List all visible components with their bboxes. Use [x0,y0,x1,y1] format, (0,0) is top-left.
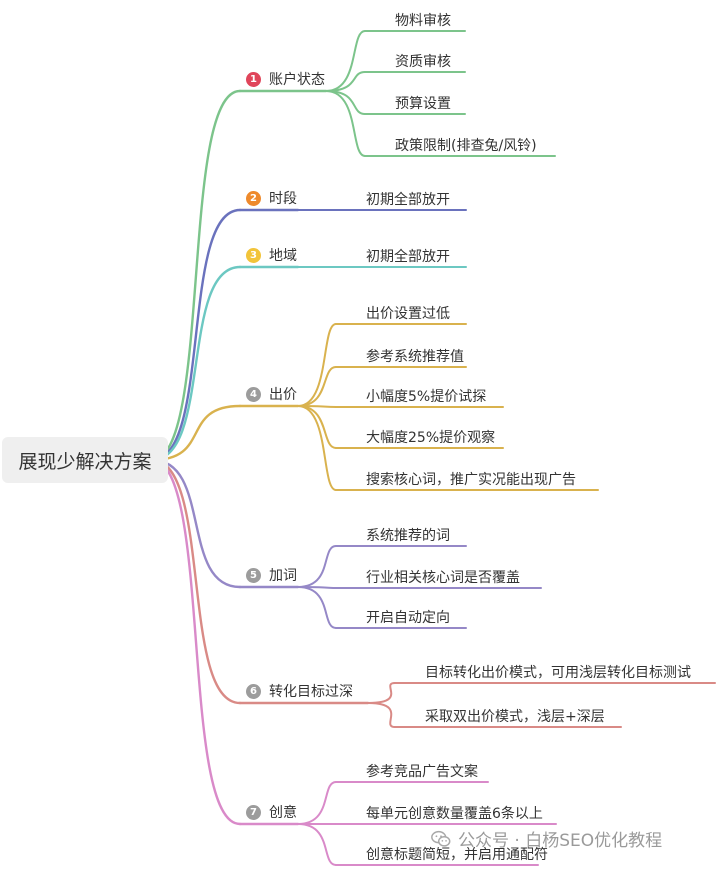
branch-connector [150,404,242,462]
leaf-connector [325,71,366,92]
leaf-connector [367,682,396,704]
branch-label: 创意 [269,805,297,821]
leaf-node[interactable]: 初期全部放开 [366,249,450,265]
leaf-connector [297,586,337,629]
branch-label: 转化目标过深 [269,684,353,700]
leaf-node[interactable]: 采取双出价模式，浅层+深层 [425,709,605,725]
number-badge-icon: 3 [246,247,261,263]
root-node[interactable]: 展现少解决方案 [2,437,168,483]
branch-connector [150,458,242,826]
leaf-node[interactable]: 资质审核 [395,54,451,70]
branch-label: 时段 [269,191,297,207]
leaf-connector [297,323,337,407]
leaf-node[interactable]: 预算设置 [395,96,451,112]
branch-node[interactable]: 7 创意 [246,802,297,822]
leaf-connector [325,30,366,92]
leaf-node[interactable]: 系统推荐的词 [366,528,450,544]
branch-connector [150,265,242,462]
leaf-node[interactable]: 搜索核心词，推广实况能出现广告 [366,472,576,488]
number-badge-icon: 2 [246,190,261,206]
number-badge-icon: 6 [246,683,261,699]
number-badge-icon: 1 [246,71,261,87]
leaf-node[interactable]: 目标转化出价模式，可用浅层转化目标测试 [425,665,691,681]
leaf-connector [297,545,337,588]
branch-connector [150,89,242,462]
branch-node[interactable]: 4 出价 [246,384,297,404]
leaf-node[interactable]: 大幅度25%提价观察 [366,430,496,446]
branch-connector [150,208,242,462]
number-badge-icon: 4 [246,386,261,402]
leaf-connector [325,90,366,157]
leaf-node[interactable]: 出价设置过低 [366,306,450,322]
leaf-connector [297,781,337,825]
leaf-node[interactable]: 参考竞品广告文案 [366,764,478,780]
root-label: 展现少解决方案 [18,450,152,473]
branch-node[interactable]: 6 转化目标过深 [246,681,353,701]
branch-label: 出价 [269,387,297,403]
watermark-text: 公众号 · 白杨SEO优化教程 [458,831,663,851]
leaf-node[interactable]: 参考系统推荐值 [366,349,464,365]
leaf-node[interactable]: 行业相关核心词是否覆盖 [366,570,520,586]
branch-connector [150,458,242,705]
branch-connector [150,458,242,589]
leaf-connector [367,702,396,728]
leaf-node[interactable]: 物料审核 [395,13,451,29]
branch-node[interactable]: 5 加词 [246,565,297,585]
branch-label: 地域 [269,248,297,264]
branch-node[interactable]: 2 时段 [246,188,297,208]
number-badge-icon: 7 [246,804,261,820]
leaf-connector [297,405,337,449]
branch-node[interactable]: 3 地域 [246,245,297,265]
watermark: 公众号 · 白杨SEO优化教程 [430,826,662,851]
leaf-node[interactable]: 创意标题简短，并启用通配符 [366,847,548,863]
leaf-connector [297,405,337,491]
leaf-node[interactable]: 初期全部放开 [366,192,450,208]
leaf-node[interactable]: 每单元创意数量覆盖6条以上 [366,806,543,822]
leaf-node[interactable]: 政策限制(排查兔/风铃) [395,138,537,154]
leaf-node[interactable]: 小幅度5%提价试探 [366,389,487,405]
branch-node[interactable]: 1 账户状态 [246,69,325,89]
leaf-node[interactable]: 开启自动定向 [366,610,450,626]
number-badge-icon: 5 [246,567,261,583]
leaf-connector [297,366,337,407]
branch-label: 账户状态 [269,72,325,88]
leaf-connector [297,823,337,866]
branch-label: 加词 [269,568,297,584]
wechat-icon [431,830,451,847]
